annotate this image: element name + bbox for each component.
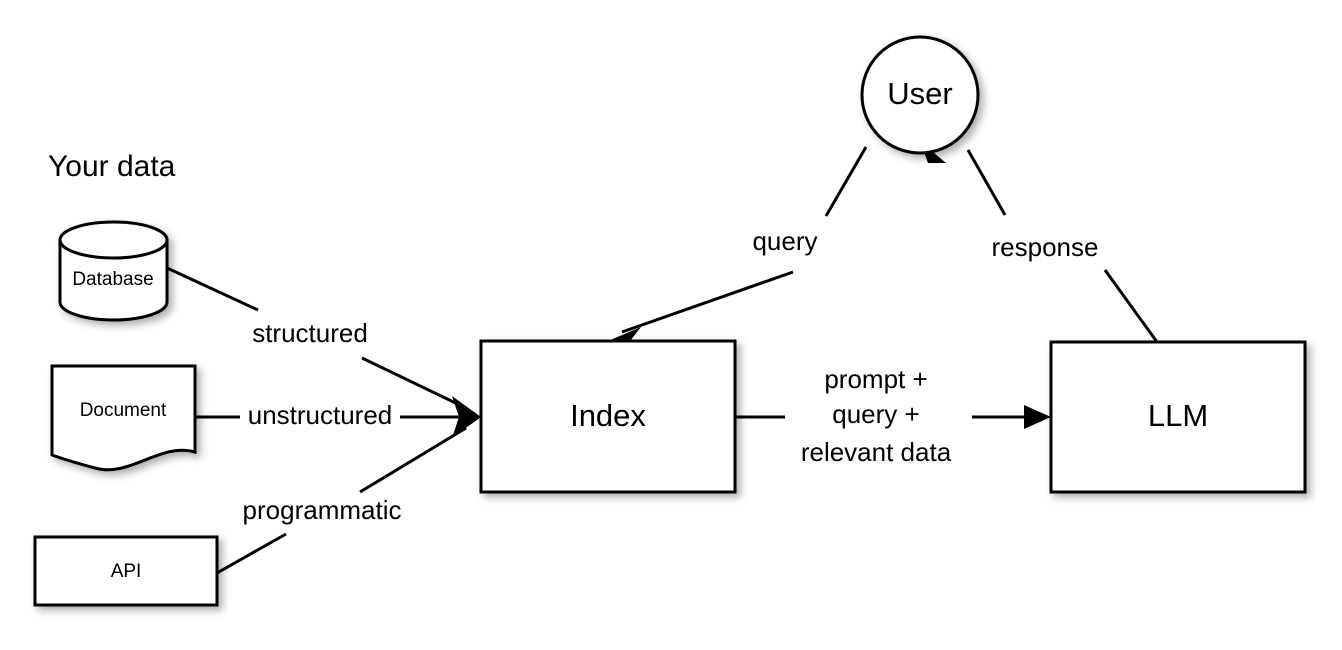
api-label: API: [111, 561, 142, 582]
edge-user-query-b: [621, 270, 794, 334]
edge-user-query-a: [824, 146, 868, 217]
edge-api-programmatic-b: [359, 426, 467, 494]
node-user[interactable]: [860, 35, 980, 155]
payload-line-3: relevant data: [801, 437, 952, 467]
arrowhead-query-into-index: [608, 327, 641, 341]
edge-label-query: query: [752, 226, 817, 256]
edge-llm-response-b: [966, 149, 1007, 216]
arrowhead-into-llm-left: [1024, 405, 1051, 429]
edge-database-structured-b: [361, 356, 467, 410]
database-cylinder-top: [58, 220, 169, 260]
edge-label-programmatic: programmatic: [243, 495, 402, 525]
arrowhead-into-index-left: [452, 396, 481, 438]
edge-label-structured: structured: [252, 318, 368, 348]
node-document[interactable]: [50, 364, 197, 472]
edge-database-structured-a: [166, 266, 259, 312]
database-label: Database: [72, 269, 153, 290]
database-cylinder-body: [58, 238, 169, 322]
edge-llm-response-a: [1103, 269, 1159, 343]
payload-line-1: prompt +: [824, 364, 927, 394]
your-data-title: Your data: [48, 150, 176, 183]
user-circle: [860, 35, 980, 155]
edge-label-unstructured: unstructured: [248, 400, 393, 430]
document-label: Document: [80, 400, 167, 421]
edge-label-response: response: [992, 232, 1099, 262]
user-label: User: [887, 76, 952, 111]
index-rect: [479, 339, 737, 494]
node-api[interactable]: [33, 535, 219, 607]
node-index[interactable]: [479, 339, 737, 494]
node-llm[interactable]: [1049, 340, 1307, 494]
node-database[interactable]: [58, 220, 169, 322]
edge-api-programmatic-a: [216, 532, 287, 575]
api-rect: [33, 535, 219, 607]
llm-rect: [1049, 340, 1307, 494]
index-label: Index: [570, 398, 646, 433]
llm-label: LLM: [1148, 398, 1208, 433]
document-shape: [50, 364, 197, 472]
payload-line-2: query +: [832, 399, 919, 429]
edge-label-payload: prompt + query + relevant data: [801, 364, 952, 467]
